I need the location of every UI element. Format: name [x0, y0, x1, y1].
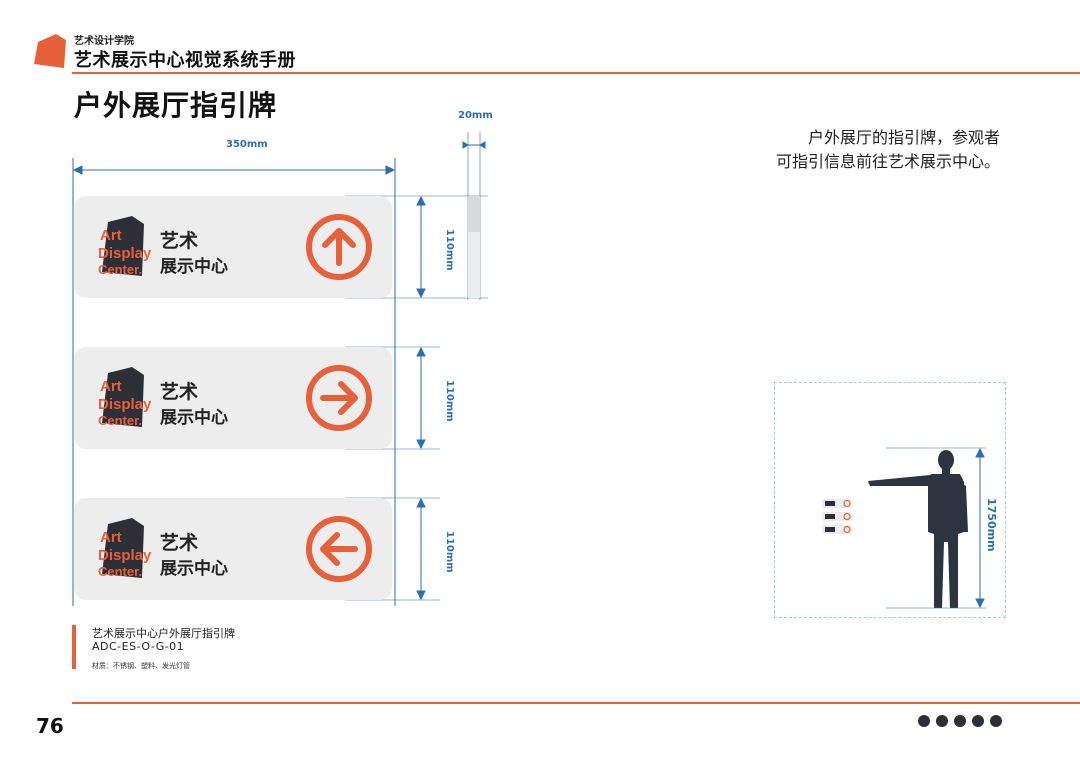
logo-text: Art [100, 227, 122, 244]
manual-title: 艺术展示中心视觉系统手册 [74, 50, 296, 71]
logo-text: Center. [98, 262, 142, 276]
caption-material: 材质：不锈钢、塑料、发光灯管 [92, 662, 190, 670]
thickness-dimension-label: 20mm [458, 110, 493, 121]
sign-left: Art Display Center. 艺术 展示中心 [74, 498, 392, 600]
sign-text-line2: 展示中心 [160, 257, 228, 277]
caption-code: ADC-ES-O-G-01 [92, 640, 185, 653]
logo-text: Display [98, 245, 152, 262]
brand-logo-icon [34, 34, 66, 68]
arrow-right-icon [306, 365, 372, 431]
dot-icon [954, 715, 966, 727]
height-dimension-label: 110mm [444, 380, 455, 422]
description: 户外展厅的指引牌，参观者 可指引信息前往艺术展示中心。 [680, 126, 1000, 174]
logo-text: Center. [98, 413, 142, 427]
sign-text-line1: 艺术 [160, 532, 199, 554]
mini-signs [822, 499, 852, 534]
school-name: 艺术设计学院 [74, 36, 134, 47]
sign-text-line1: 艺术 [160, 381, 199, 403]
caption-name: 艺术展示中心户外展厅指引牌 [92, 627, 235, 640]
logo-text: Center. [98, 564, 142, 578]
arrow-up-icon [306, 214, 372, 280]
dot-icon [972, 715, 984, 727]
dot-icon [936, 715, 948, 727]
sign-text-line2: 展示中心 [160, 408, 228, 428]
scale-reference-frame [774, 382, 1006, 618]
art-display-center-logo: Art Display Center. [98, 216, 152, 276]
caption-accent-bar [72, 625, 76, 669]
logo-text: Display [98, 547, 152, 564]
sign-up: Art Display Center. 艺术 展示中心 [74, 196, 392, 298]
scale-reference-scene [822, 447, 986, 609]
width-dimension-label: 350mm [226, 139, 268, 150]
human-figure-icon [868, 450, 968, 608]
page-title: 户外展厅指引牌 [74, 89, 278, 122]
sign-text-line1: 艺术 [160, 230, 199, 252]
dot-icon [990, 715, 1002, 727]
art-display-center-logo: Art Display Center. [98, 367, 152, 427]
page-number: 76 [36, 714, 64, 738]
height-dimension-label: 110mm [444, 229, 455, 271]
description-line: 户外展厅的指引牌，参观者 [807, 128, 1000, 147]
height-dimension-label: 110mm [444, 531, 455, 573]
description-line: 可指引信息前往艺术展示中心。 [775, 152, 1000, 171]
art-display-center-logo: Art Display Center. [98, 518, 152, 578]
dot-icon [918, 715, 930, 727]
sign-text-line2: 展示中心 [160, 559, 228, 579]
logo-text: Art [100, 378, 122, 395]
footer-divider [72, 702, 1080, 704]
human-height-label: 1750mm [985, 498, 998, 552]
logo-text: Art [100, 529, 122, 546]
header-divider [72, 72, 1080, 74]
logo-text: Display [98, 396, 152, 413]
arrow-left-icon [306, 516, 372, 582]
page-dots [918, 712, 1008, 731]
sign-right: Art Display Center. 艺术 展示中心 [74, 347, 392, 449]
